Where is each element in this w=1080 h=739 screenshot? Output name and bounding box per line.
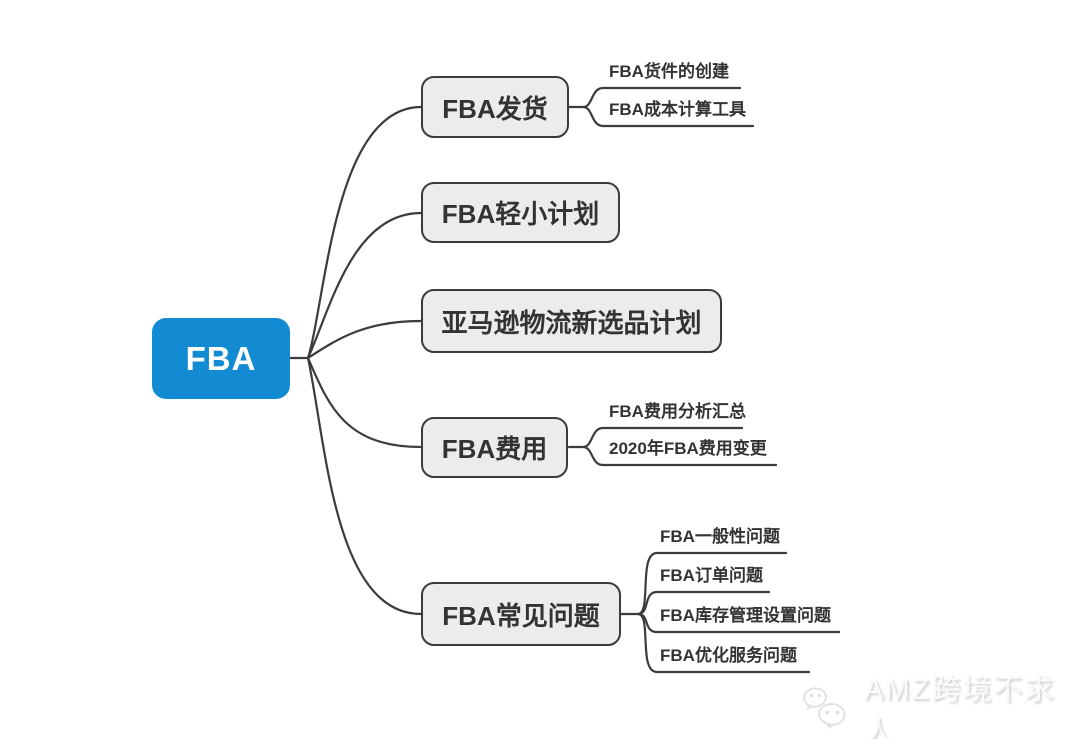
leaf-topic[interactable]: FBA优化服务问题 [660,646,797,665]
connector-branch4-leaf1 [581,426,744,449]
connector-root-branch5 [306,356,423,616]
branch-node-fba-shipping[interactable]: FBA发货 [421,76,569,138]
connector-branch5-leaf2 [636,590,771,616]
watermark: AMZ跨境不求人 [800,666,1080,739]
connector-branch1-leaf2 [581,105,755,128]
connector-branch5-leaf1 [636,551,788,616]
branch-node-new-selection-program[interactable]: 亚马逊物流新选品计划 [421,289,722,353]
leaf-topic[interactable]: 2020年FBA费用变更 [609,439,767,458]
leaf-topic[interactable]: FBA一般性问题 [660,527,780,546]
connector-branch4-leaf2 [581,445,778,467]
connector-branch5-leaf4 [636,612,811,674]
root-node-fba[interactable]: FBA [152,318,290,399]
leaf-topic[interactable]: FBA货件的创建 [609,62,729,81]
branch-node-fba-small-and-light[interactable]: FBA轻小计划 [421,182,620,243]
watermark-text: AMZ跨境不求人 [864,674,1056,739]
connector-root-branch2 [306,211,423,360]
leaf-topic[interactable]: FBA库存管理设置问题 [660,606,831,625]
leaf-topic[interactable]: FBA成本计算工具 [609,100,746,119]
branch-node-fba-faq[interactable]: FBA常见问题 [421,582,621,646]
connector-root-branch1 [306,105,423,360]
wechat-icon [800,682,856,734]
connector-root-branch4 [306,356,423,449]
leaf-topic[interactable]: FBA订单问题 [660,566,763,585]
connector-branch1-leaf1 [581,86,742,109]
leaf-topic[interactable]: FBA费用分析汇总 [609,402,746,421]
branch-node-fba-fees[interactable]: FBA费用 [421,417,568,478]
connector-root-branch3 [306,319,423,360]
